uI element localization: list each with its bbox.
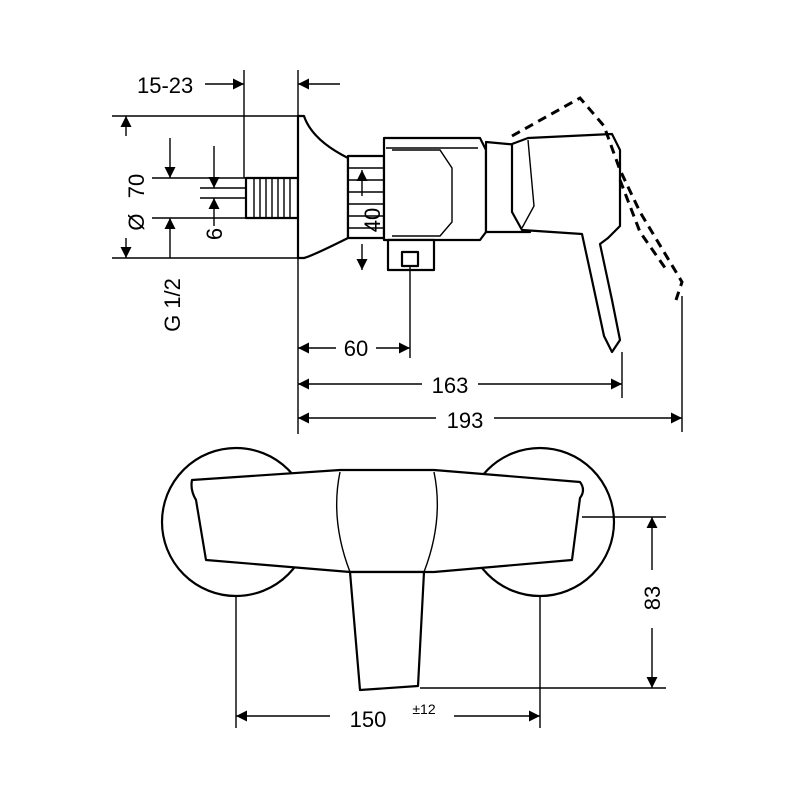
flange-diameter-label: 70	[124, 174, 149, 198]
diameter-symbol: Ø	[124, 213, 149, 230]
dim-outlet-height: 40	[356, 170, 385, 270]
dim-thread: G 1/2	[152, 138, 246, 332]
thread-size-label: G 1/2	[160, 278, 185, 332]
nut-hatching	[348, 167, 384, 229]
mixer-body	[382, 136, 488, 242]
dim-center-distance: 150 ±12	[235, 596, 541, 732]
thread-hatching	[253, 178, 291, 218]
front-view	[160, 446, 616, 692]
lever-handle	[510, 132, 622, 354]
front-height-label: 83	[640, 586, 665, 610]
overall-length-label: 193	[447, 408, 484, 433]
center-distance-label: 150	[350, 707, 387, 732]
dim-wall-offset: 15-23	[137, 70, 340, 178]
dim-outlet-offset: 60	[297, 258, 411, 434]
outlet-offset-label: 60	[344, 336, 368, 361]
dim-flange-diameter: 70 Ø	[112, 115, 298, 259]
outlet-height-label: 40	[360, 208, 385, 232]
mixer-crossbar	[190, 468, 585, 574]
dim-front-height: 83	[420, 516, 666, 689]
center-tolerance-label: ±12	[412, 701, 435, 717]
front-lever	[348, 570, 426, 692]
wall-flange	[296, 114, 350, 260]
dim-body-length: 163	[298, 352, 623, 398]
lever-alt-position	[511, 96, 684, 301]
side-view	[244, 96, 684, 354]
dim-small-height: 6	[200, 146, 246, 240]
wall-offset-label: 15-23	[137, 73, 193, 98]
dim-overall-length: 193	[298, 296, 683, 433]
small-height-label: 6	[202, 228, 227, 240]
body-length-label: 163	[432, 373, 469, 398]
